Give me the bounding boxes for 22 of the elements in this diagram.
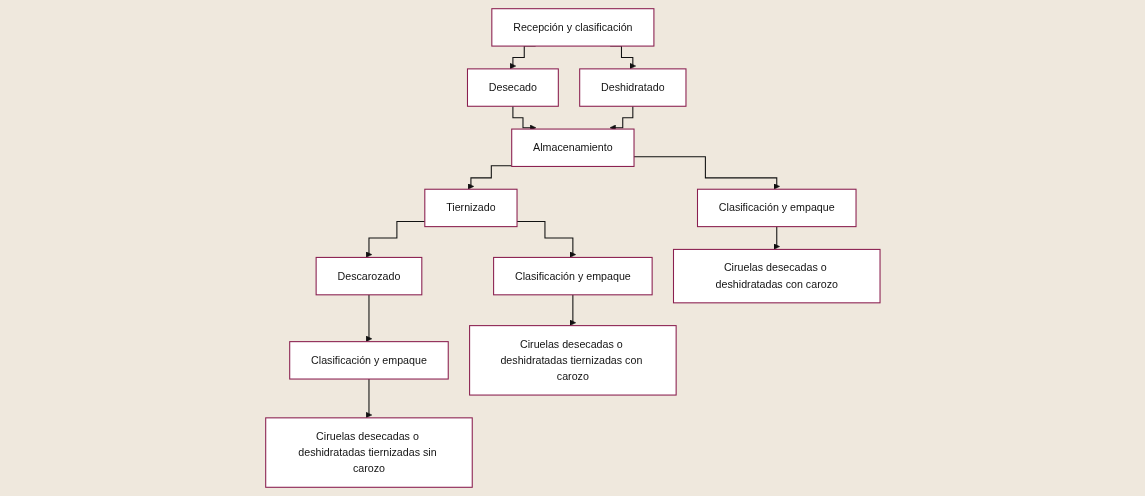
arrow bbox=[512, 105, 536, 131]
node-box: Clasificación y empaque bbox=[288, 341, 449, 380]
node-box: Deshidratado bbox=[578, 68, 687, 107]
node-box: Recepción y clasificación bbox=[490, 8, 655, 47]
node-box: Clasificación y empaque bbox=[696, 188, 857, 228]
node-box: Desecado bbox=[466, 68, 559, 107]
node-box: Clasificación y empaque bbox=[492, 256, 653, 296]
arrow bbox=[365, 378, 372, 419]
arrow bbox=[569, 294, 576, 326]
node-box: Ciruelas desecadas o deshidratadas tiernizadas con carozo bbox=[468, 325, 677, 396]
arrow bbox=[467, 165, 512, 190]
arrow bbox=[609, 105, 633, 131]
node-box: Descarozado bbox=[315, 256, 422, 296]
arrow bbox=[365, 221, 425, 258]
node-box: Almacenamiento bbox=[510, 128, 635, 167]
node-box: Ciruelas desecadas o deshidratadas tiernizadas sin carozo bbox=[264, 417, 473, 488]
node-box: Tiernizado bbox=[423, 188, 518, 228]
arrow bbox=[516, 221, 576, 258]
arrow bbox=[365, 294, 372, 342]
node-box: Ciruelas desecadas o deshidratadas con carozo bbox=[672, 248, 881, 304]
arrow bbox=[773, 226, 780, 250]
arrow bbox=[633, 156, 780, 190]
